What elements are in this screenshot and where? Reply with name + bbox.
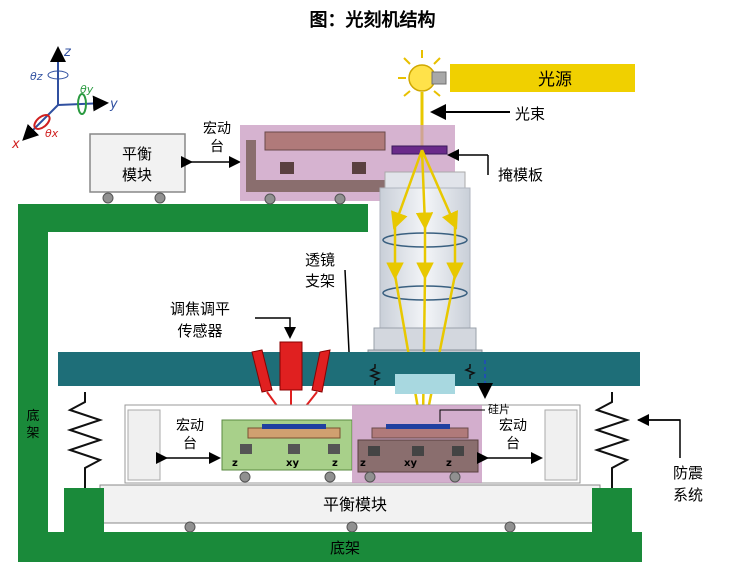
anti-vibration-label-2: 系统: [673, 486, 703, 504]
y-axis-label: y: [109, 97, 118, 112]
theta-z-label: θz: [30, 70, 43, 83]
right-macro-stage-label-2: 台: [506, 436, 520, 452]
left-wafer-stage: z xy z: [221, 419, 353, 483]
mask-plate: [391, 145, 448, 155]
right-spring-mount: [592, 488, 632, 532]
focus-sensor-pointer: [255, 317, 296, 339]
base-frame-label: 底架: [330, 539, 360, 557]
light-source-group: 光源: [398, 50, 635, 102]
top-balance-mass: [89, 133, 186, 193]
x-axis-label: x: [11, 137, 20, 152]
top-macro-stage-label-2: 台: [210, 139, 224, 155]
theta-x-label: θx: [45, 127, 59, 140]
left-stage-z2: z: [332, 458, 338, 469]
lens-mount-springs: [368, 364, 476, 385]
coordinate-axes: z y x θz θy θx: [11, 45, 118, 152]
left-spring-mount: [64, 488, 104, 532]
left-stage-xy: xy: [286, 458, 299, 469]
top-frame-plate: [18, 204, 368, 232]
right-stage-z2: z: [446, 458, 452, 469]
left-macro-stage-label-2: 台: [183, 436, 197, 452]
projection-bottom: [395, 374, 455, 394]
mask-label: 掩模板: [498, 166, 543, 184]
right-macro-stage-label-1: 宏动: [499, 418, 527, 434]
y-axis: [57, 95, 109, 112]
theta-y-label: θy: [80, 83, 94, 96]
left-spring: [66, 392, 104, 488]
right-stage-z1: z: [360, 458, 366, 469]
theta-y-ring: [77, 93, 87, 115]
silicon-wafer: [386, 424, 450, 429]
light-beam-label: 光束: [515, 105, 545, 123]
left-frame-column: [18, 232, 48, 562]
bottom-balance-mass: [99, 484, 601, 524]
theta-x-ring: [33, 114, 51, 130]
focus-sensor-label-2: 传感器: [177, 322, 222, 340]
top-balance-label-1: 平衡: [122, 145, 152, 163]
top-macro-stage-label-1: 宏动: [203, 121, 231, 137]
right-wafer-stage: z xy z: [357, 424, 479, 483]
bottom-balance-label: 平衡模块: [323, 495, 387, 514]
base-frame: [48, 532, 642, 562]
optics-plate: [58, 352, 640, 386]
figure-title: 图：光刻机结构: [309, 10, 436, 31]
right-stage-xy: xy: [404, 458, 417, 469]
right-spring: [593, 392, 631, 488]
anti-vibration-label-1: 防震: [673, 464, 703, 482]
left-stage-z1: z: [232, 458, 238, 469]
base-frame-side-label-1: 底: [26, 408, 39, 424]
x-axis: [22, 104, 59, 141]
light-rays: [386, 149, 464, 421]
theta-z-ring: [47, 70, 69, 80]
light-source-label: 光源: [538, 70, 572, 90]
lens-support-label-2: 支架: [305, 272, 335, 290]
light-source-banner: [450, 64, 635, 92]
focus-sensor-label-1: 调焦调平: [170, 300, 230, 318]
top-balance-label-2: 模块: [122, 166, 152, 184]
lens-support-label-1: 透镜: [305, 251, 335, 269]
silicon-wafer-label: 硅片: [488, 403, 510, 416]
base-frame-side-label-2: 架: [26, 426, 39, 441]
left-macro-stage-label-1: 宏动: [176, 418, 204, 434]
z-axis-label: z: [63, 45, 72, 60]
